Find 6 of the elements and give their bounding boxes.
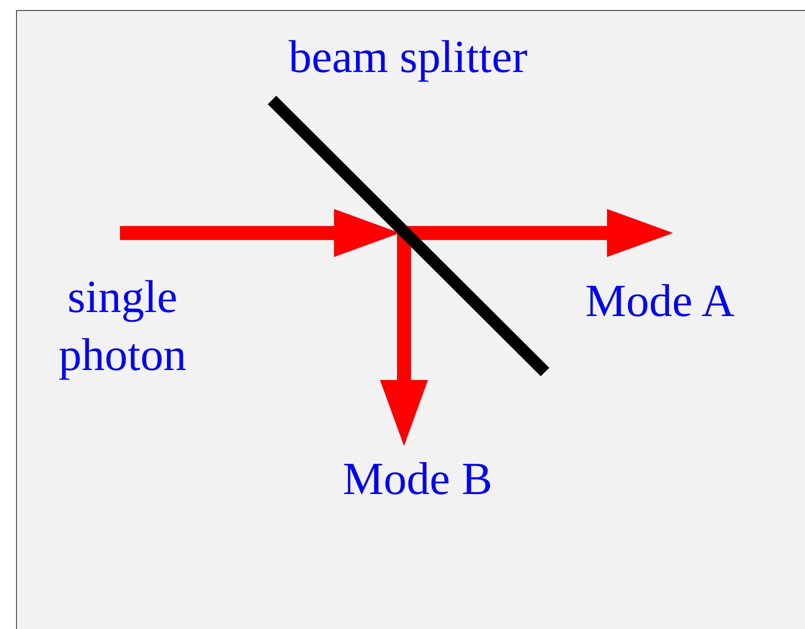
mode-label: Mode A (584, 274, 736, 328)
mode-label: Mode B (342, 452, 494, 506)
component-label: beam splitter (288, 30, 528, 84)
beam-arrow (380, 233, 428, 446)
photon-label: single photon (58, 270, 188, 382)
beam-arrow (120, 209, 400, 257)
